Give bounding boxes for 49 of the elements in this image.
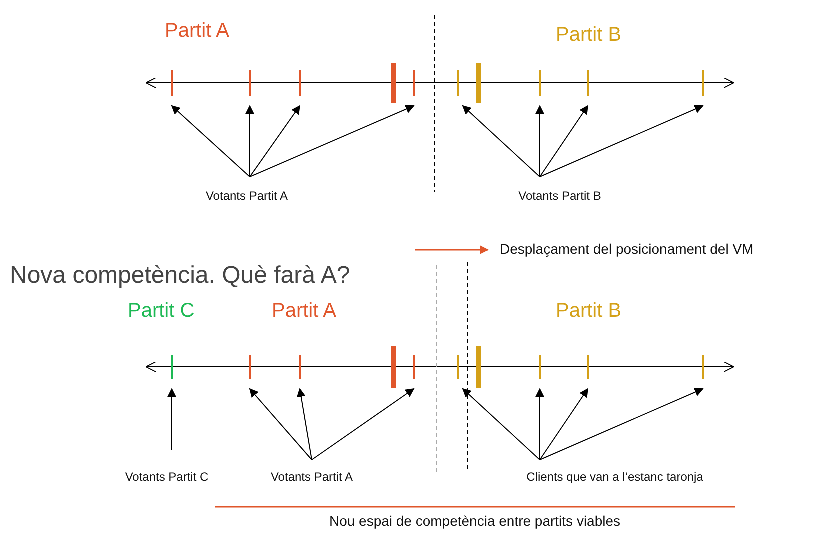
party-label: Partit A bbox=[272, 300, 336, 323]
party-label: Partit B bbox=[556, 24, 622, 47]
tick-mark bbox=[587, 355, 589, 379]
tick-mark bbox=[249, 355, 251, 379]
tick-mark bbox=[390, 346, 396, 388]
party-label: Partit A bbox=[165, 20, 230, 43]
tick-mark bbox=[457, 355, 459, 379]
tick-mark bbox=[457, 70, 459, 96]
voter-group-label: Votants Partit B bbox=[518, 189, 602, 203]
tick-mark bbox=[539, 355, 541, 379]
tick-mark bbox=[587, 70, 589, 96]
tick-mark bbox=[539, 70, 541, 96]
legend-text: Desplaçament del posicionament del VM bbox=[500, 241, 754, 257]
arrow bbox=[246, 105, 254, 178]
arrow bbox=[536, 388, 544, 460]
party-label: Partit C bbox=[128, 300, 195, 323]
tick-mark bbox=[413, 355, 415, 379]
arrow bbox=[462, 105, 540, 178]
voter-group-label: Votants Partit A bbox=[206, 189, 288, 203]
arrow bbox=[540, 388, 704, 460]
tick-mark bbox=[299, 70, 301, 96]
tick-mark bbox=[702, 355, 704, 379]
tick-mark bbox=[171, 70, 173, 96]
arrow bbox=[540, 105, 704, 178]
tick-mark bbox=[702, 70, 704, 96]
arrow bbox=[462, 388, 540, 460]
arrow bbox=[296, 388, 312, 460]
arrow bbox=[249, 388, 312, 460]
section-heading: Nova competència. Què farà A? bbox=[10, 262, 350, 290]
voter-group-label: Votants Partit C bbox=[125, 470, 209, 484]
arrow bbox=[171, 105, 250, 178]
tick-mark bbox=[476, 346, 480, 388]
tick-mark bbox=[476, 63, 480, 103]
voter-group-label: Clients que van a l’estanc taronja bbox=[526, 470, 704, 484]
arrow bbox=[250, 105, 301, 178]
arrow bbox=[168, 388, 176, 450]
arrow bbox=[250, 105, 415, 178]
tick-mark bbox=[249, 70, 251, 96]
arrow bbox=[540, 388, 588, 460]
arrow bbox=[312, 388, 415, 460]
voter-group-label: Votants Partit A bbox=[270, 470, 354, 484]
tick-mark bbox=[390, 63, 396, 103]
tick-mark bbox=[171, 355, 173, 379]
range-caption: Nou espai de competència entre partits viables bbox=[329, 513, 621, 529]
tick-mark bbox=[413, 70, 415, 96]
arrow bbox=[536, 105, 544, 178]
arrow bbox=[540, 105, 588, 178]
tick-mark bbox=[299, 355, 301, 379]
party-label: Partit B bbox=[556, 300, 622, 323]
